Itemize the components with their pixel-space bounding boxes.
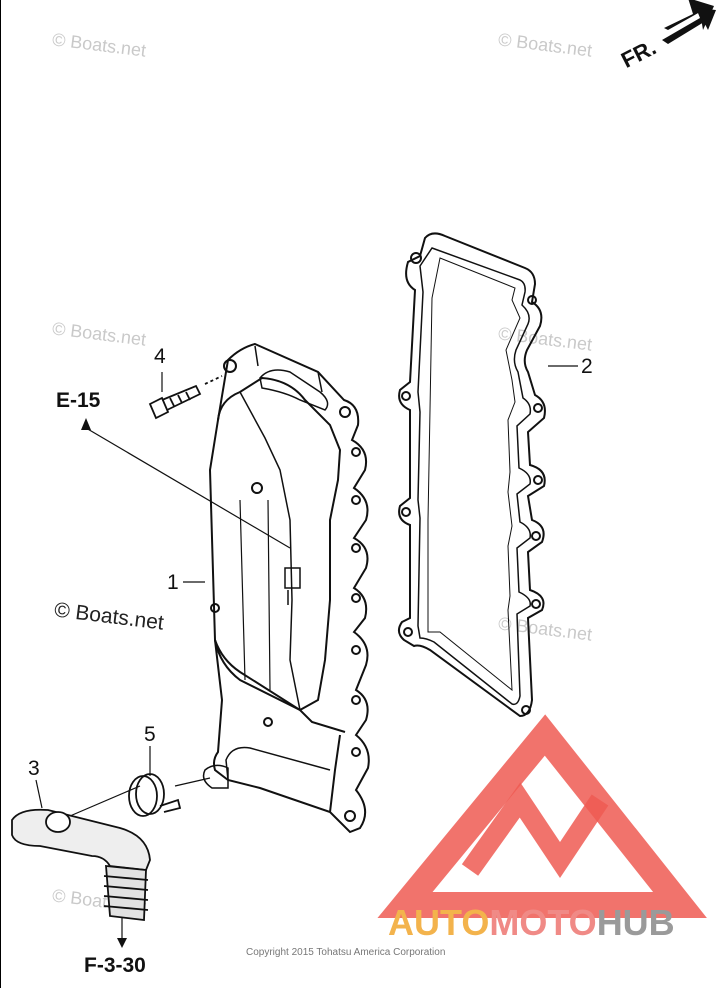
brand-wordmark: AUTOMOTOHUB xyxy=(388,905,675,941)
direction-arrow-icon xyxy=(662,0,716,44)
brand-logo-icon xyxy=(377,714,707,918)
brand-part-1: AUTO xyxy=(388,902,490,943)
reference-top[interactable]: E-15 xyxy=(56,389,101,412)
cylinder-head-cover-part xyxy=(202,342,370,834)
reference-bottom[interactable]: F-3-30 xyxy=(84,954,146,977)
breather-hose-part xyxy=(11,785,151,922)
callout-3: 3 xyxy=(28,757,40,780)
gasket-part xyxy=(398,232,546,718)
leader-lines xyxy=(35,365,578,948)
callout-2: 2 xyxy=(581,355,593,378)
bolt-part xyxy=(148,375,223,420)
brand-part-3: HUB xyxy=(596,902,675,943)
callout-1: 1 xyxy=(167,571,179,594)
copyright-text: Copyright 2015 Tohatsu America Corporati… xyxy=(246,947,446,958)
left-border xyxy=(0,0,1,988)
hose-clamp-part xyxy=(128,773,182,817)
callout-4: 4 xyxy=(154,345,166,368)
callout-5: 5 xyxy=(144,723,156,746)
brand-part-2: MOTO xyxy=(489,902,597,943)
